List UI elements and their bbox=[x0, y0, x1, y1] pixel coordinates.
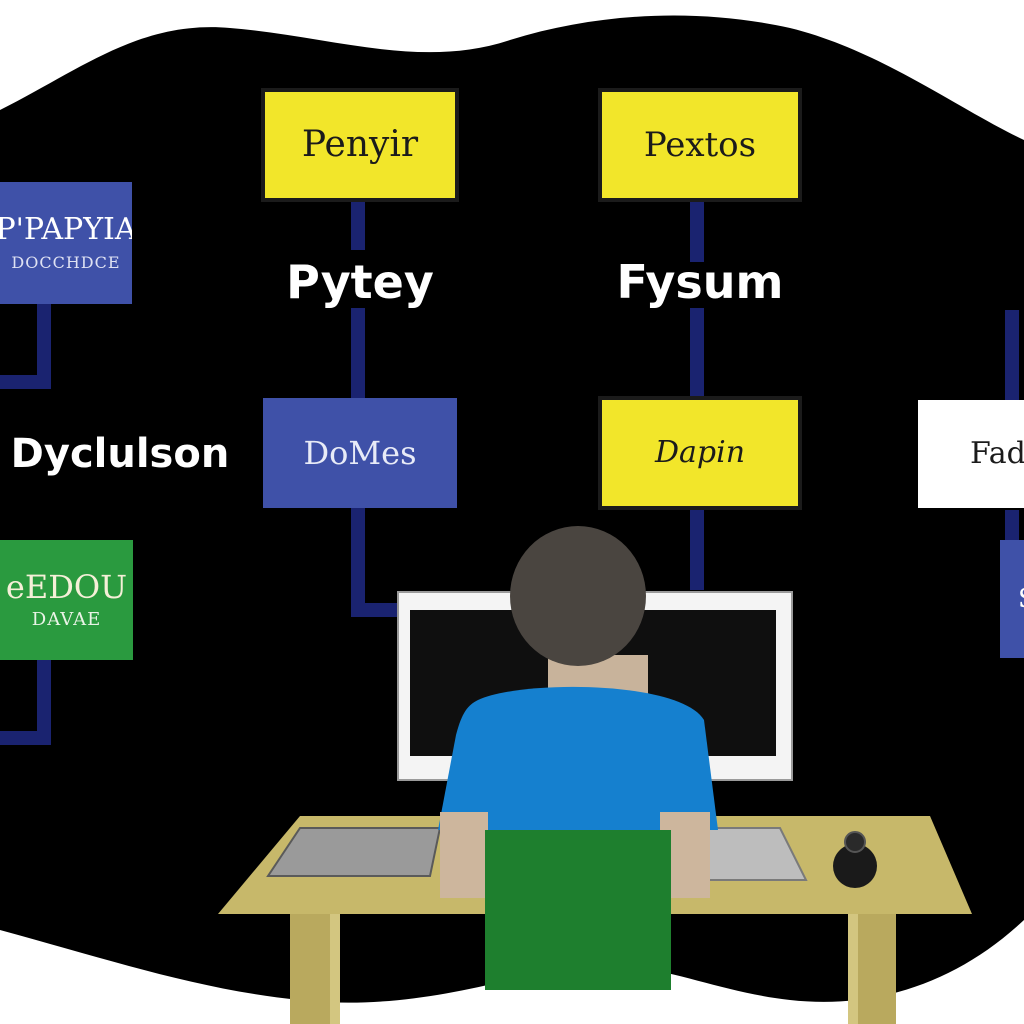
box-title: Fad bbox=[970, 436, 1024, 471]
connector-line bbox=[351, 505, 400, 617]
desk-webcam bbox=[833, 831, 877, 888]
connector-line bbox=[0, 300, 51, 389]
connector-line bbox=[0, 660, 51, 745]
box-shape bbox=[598, 396, 802, 510]
box-shape bbox=[1000, 540, 1024, 658]
box-shape bbox=[263, 398, 457, 508]
box-title: eEDOU bbox=[5, 567, 128, 606]
floating-label: Dyclulson bbox=[10, 431, 230, 477]
box-label-far-right: Fad bbox=[918, 400, 1024, 508]
box-label-top-center: Penyir bbox=[263, 90, 457, 200]
box-title: P'PAPYIA bbox=[0, 211, 132, 247]
box-subtitle: DOCCHDCE bbox=[11, 252, 121, 272]
box-shape bbox=[261, 88, 459, 202]
chair bbox=[485, 830, 671, 990]
box-shape bbox=[918, 400, 1024, 508]
box-label-middle-center: DoMes bbox=[263, 398, 457, 508]
box-label-middle-right: Dapin bbox=[600, 398, 800, 508]
person-at-desk bbox=[438, 526, 718, 972]
box-shape bbox=[0, 540, 133, 660]
floating-label: Fysum bbox=[616, 255, 784, 309]
box-label-bottom-right-edge: S bbox=[1000, 540, 1024, 658]
box-shape bbox=[598, 88, 802, 202]
box-shape bbox=[0, 182, 132, 304]
box-title: Penyir bbox=[301, 124, 419, 165]
box-title: S bbox=[1018, 586, 1024, 612]
box-title: DoMes bbox=[303, 434, 417, 472]
connector-lines bbox=[0, 200, 1019, 745]
box-label-top-right: Pextos bbox=[600, 90, 800, 200]
box-label-top-left: P'PAPYIA DOCCHDCE bbox=[0, 182, 132, 304]
floating-label: Pytey bbox=[286, 255, 434, 309]
box-title: Pextos bbox=[643, 125, 757, 165]
box-subtitle: DAVAE bbox=[31, 608, 102, 630]
tablet-left bbox=[266, 827, 442, 877]
box-title: Dapin bbox=[654, 435, 746, 470]
box-label-bottom-left: eEDOU DAVAE bbox=[0, 540, 133, 660]
